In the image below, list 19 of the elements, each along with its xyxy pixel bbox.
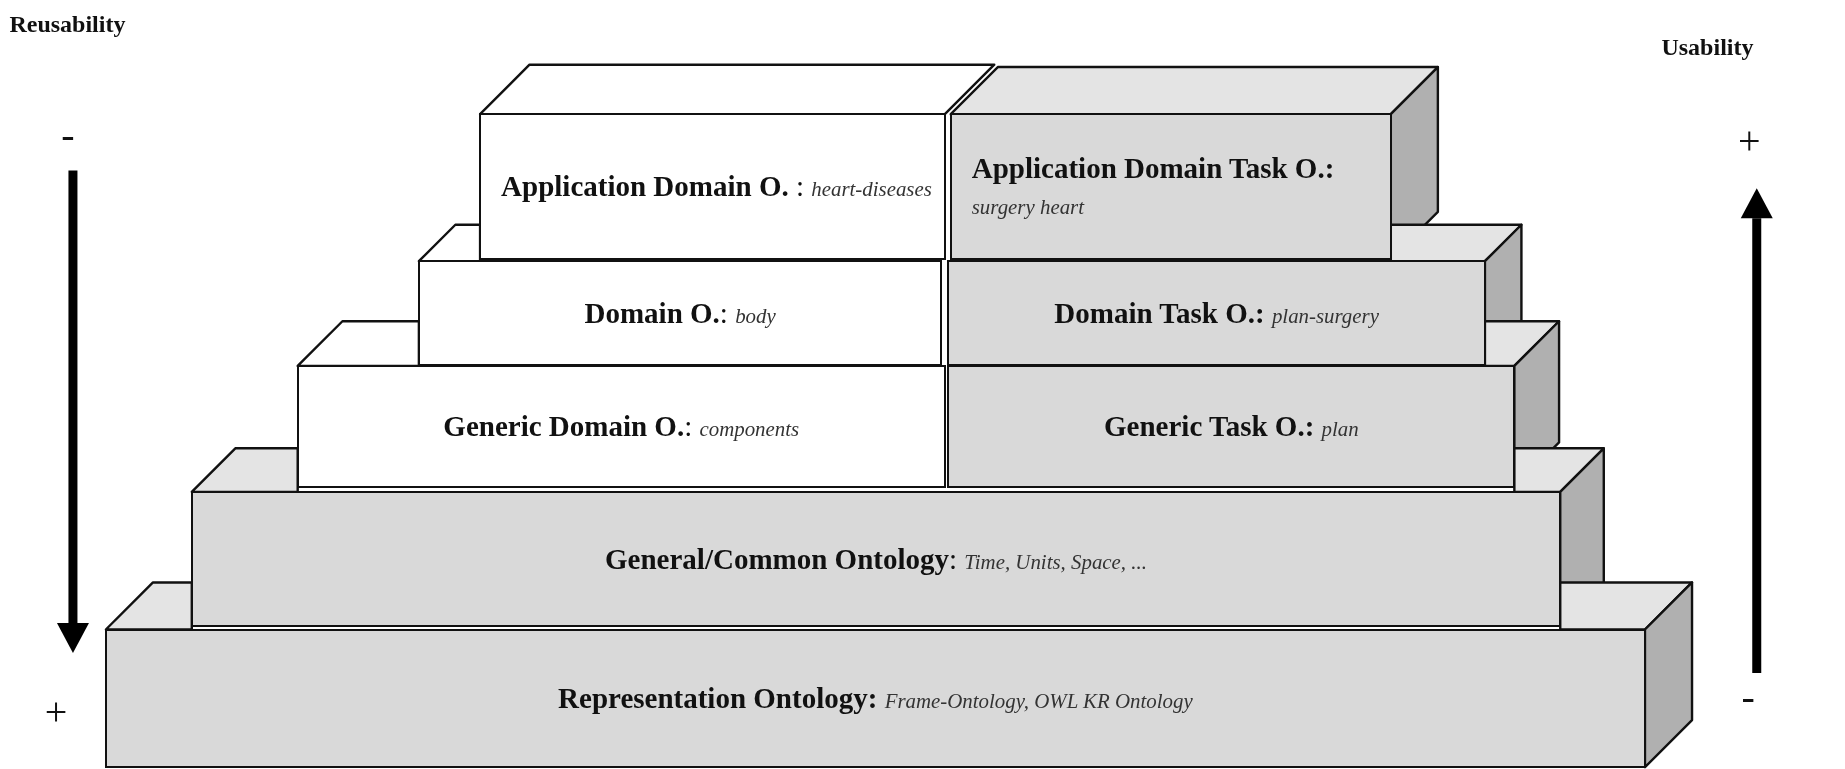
layer-block <box>104 628 1646 769</box>
sign-label: - <box>1741 676 1755 717</box>
layer-label: Generic Task O.: plan <box>1104 409 1359 445</box>
axis-title: Usability <box>1661 35 1754 60</box>
layer-block <box>947 364 1516 489</box>
sign-label: - <box>61 115 75 156</box>
sign-label: + <box>44 691 68 732</box>
axis-title: Reusability <box>9 11 126 36</box>
layer-label: Representation Ontology: Frame-Ontology, OWL KR Ontology <box>558 681 1193 717</box>
layer-block <box>190 490 1562 627</box>
layer-label: General/Common Ontology: Time, Units, Space, ... <box>605 541 1147 577</box>
layer-block <box>949 113 1392 260</box>
layer-label: Application Domain Task O.: surgery heart <box>971 151 1336 222</box>
layer-label: Application Domain O. : heart-diseases <box>501 169 932 205</box>
layer-label: Domain O.: body <box>584 295 776 331</box>
layer-label: Domain Task O.: plan-surgery <box>1054 295 1379 331</box>
layer-label: Generic Domain O.: components <box>443 409 800 445</box>
sign-label: + <box>1737 121 1761 162</box>
layer-block <box>947 260 1486 366</box>
